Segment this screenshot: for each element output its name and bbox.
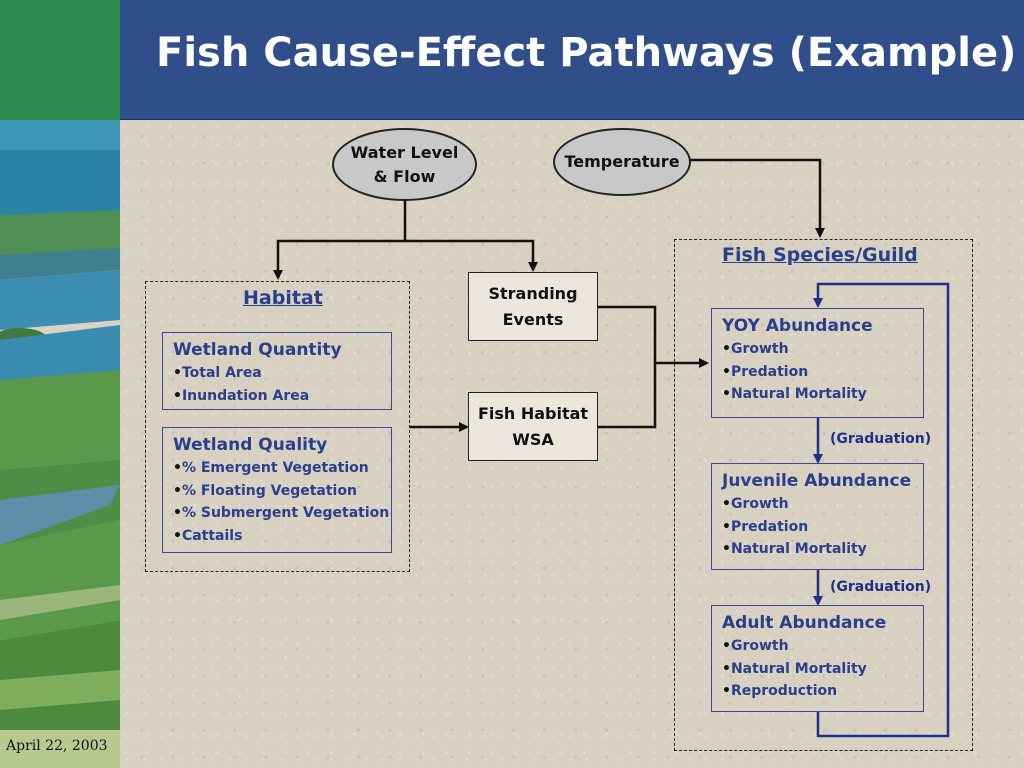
page-title: Fish Cause-Effect Pathways (Example) <box>156 30 1017 76</box>
landscape-image <box>0 0 120 768</box>
stranding-to-fish-line <box>598 305 657 429</box>
temperature-to-fish-arrow <box>690 158 825 238</box>
reproduction-loop-arrow <box>813 282 950 738</box>
yoy-card: YOY Abundance •Growth •Predation •Natura… <box>711 308 924 418</box>
wetland-quantity-card: Wetland Quantity •Total Area •Inundation… <box>162 332 392 410</box>
temperature-node: Temperature <box>553 128 691 196</box>
list-item: •Growth <box>722 341 789 357</box>
stranding-label: Stranding Events <box>488 284 578 329</box>
water-level-label: Water Level & Flow <box>350 142 459 186</box>
list-item: •Predation <box>722 363 809 380</box>
title-bar: Fish Cause-Effect Pathways (Example) <box>120 0 1024 120</box>
list-item: •Growth <box>722 638 789 654</box>
list-item: •Predation <box>722 518 809 535</box>
list-item: •Inundation Area <box>173 387 310 404</box>
list-item: •Natural Mortality <box>722 660 867 677</box>
wetland-quality-card: Wetland Quality •% Emergent Vegetation •… <box>162 427 392 553</box>
list-item: •Cattails <box>173 527 243 544</box>
water-level-node: Water Level & Flow <box>332 128 477 201</box>
graduation-label-1: (Graduation) <box>830 431 932 447</box>
list-item: •% Submergent Vegetation <box>173 505 390 521</box>
list-item: •Reproduction <box>722 683 838 699</box>
wetland-quantity-title: Wetland Quantity <box>173 340 342 360</box>
yoy-title: YOY Abundance <box>722 316 873 336</box>
habitat-title: Habitat <box>243 287 323 309</box>
fish-habitat-label: Fish Habitat WSA <box>477 404 589 449</box>
footer-date: April 22, 2003 <box>6 738 108 754</box>
fish-title: Fish Species/Guild <box>722 244 918 266</box>
fish-habitat-node: Fish Habitat WSA <box>468 392 598 461</box>
stranding-node: Stranding Events <box>468 272 598 341</box>
list-item: •% Floating Vegetation <box>173 482 357 499</box>
list-item: •Natural Mortality <box>722 541 867 557</box>
habitat-group <box>145 281 410 572</box>
wetland-quality-title: Wetland Quality <box>173 435 328 455</box>
adult-card: Adult Abundance •Growth •Natural Mortali… <box>711 605 924 712</box>
sidebar-photo <box>0 0 120 768</box>
water-to-stranding-arrow <box>405 239 538 272</box>
juvenile-title: Juvenile Abundance <box>722 471 912 491</box>
list-item: •Total Area <box>173 365 262 381</box>
diagram-canvas <box>120 120 1024 768</box>
fish-group <box>674 239 973 751</box>
list-item: •Growth <box>722 496 789 512</box>
adult-title: Adult Abundance <box>722 613 887 633</box>
graduation-label-2: (Graduation) <box>830 579 932 595</box>
water-to-habitat-arrow <box>273 200 407 280</box>
list-item: •% Emergent Vegetation <box>173 460 369 476</box>
juvenile-card: Juvenile Abundance •Growth •Predation •N… <box>711 463 924 570</box>
temperature-label: Temperature <box>564 152 680 171</box>
list-item: •Natural Mortality <box>722 386 867 402</box>
